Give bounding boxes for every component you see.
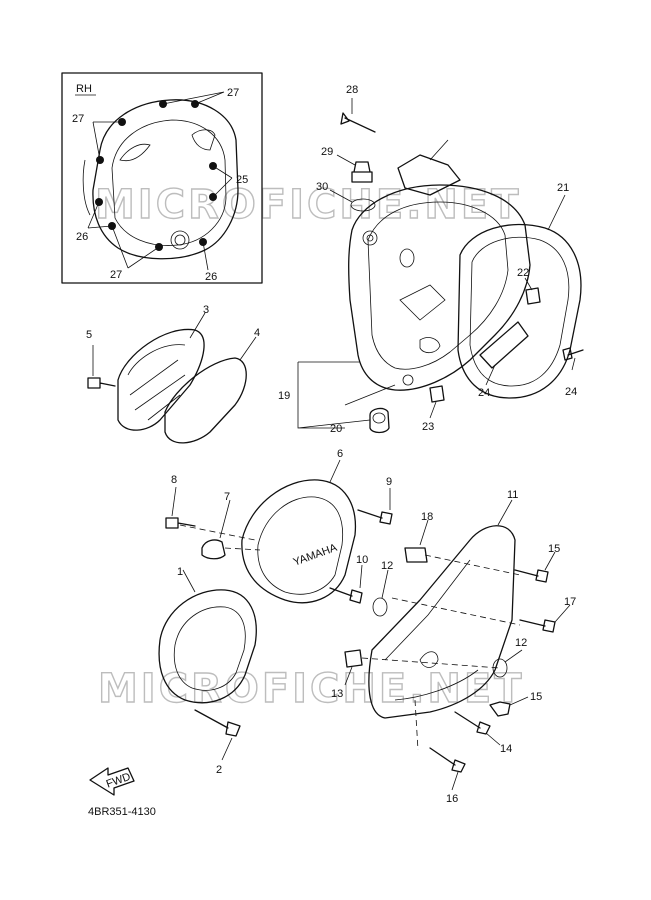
callout-27-inset-top: 27 bbox=[227, 87, 239, 99]
brand-label: YAMAHA bbox=[292, 542, 340, 569]
callout-14: 14 bbox=[500, 743, 512, 755]
document-code: 4BR351-4130 bbox=[88, 806, 156, 818]
watermark-top: MICROFICHE.NET bbox=[95, 182, 522, 228]
callout-17: 17 bbox=[564, 596, 576, 608]
callout-26-inset-right: 26 bbox=[205, 271, 217, 283]
clutch-cover: 11 18 10 12 12 13 15 17 15 14 bbox=[329, 489, 576, 805]
callout-11: 11 bbox=[507, 489, 518, 501]
generator-cover: YAMAHA 6 9 7 8 bbox=[165, 448, 393, 604]
callout-19: 19 bbox=[278, 390, 290, 402]
cover-1: 1 2 bbox=[158, 566, 257, 776]
callout-23: 24 bbox=[478, 387, 490, 399]
callout-26-inset-left: 26 bbox=[76, 231, 88, 243]
callout-8: 8 bbox=[171, 474, 177, 486]
callout-12-left: 12 bbox=[381, 560, 393, 572]
callout-21: 21 bbox=[557, 182, 569, 194]
callout-16: 16 bbox=[446, 793, 458, 805]
callout-4: 4 bbox=[254, 327, 260, 339]
callout-12-right: 12 bbox=[515, 637, 527, 649]
plate-assembly: 3 4 5 bbox=[86, 304, 260, 444]
callout-3: 3 bbox=[203, 304, 209, 316]
callout-13: 13 bbox=[331, 688, 343, 700]
callout-6: 6 bbox=[337, 448, 343, 460]
callout-27-top: 28 bbox=[346, 84, 358, 96]
callout-15-lower: 15 bbox=[530, 691, 542, 703]
fwd-label: FWD bbox=[105, 771, 133, 791]
rh-inset: RH 27 27 25 26 27 26 bbox=[61, 72, 263, 284]
callout-9: 9 bbox=[386, 476, 392, 488]
callout-27-inset-bottom: 27 bbox=[110, 269, 122, 281]
callout-25: 25 bbox=[236, 174, 248, 186]
callout-28: 29 bbox=[321, 146, 333, 158]
callout-7: 7 bbox=[224, 491, 230, 503]
callout-2: 2 bbox=[216, 764, 222, 776]
callout-24: 24 bbox=[565, 386, 577, 398]
callout-22-lower: 23 bbox=[422, 421, 434, 433]
callout-20: 20 bbox=[330, 423, 342, 435]
callout-5: 5 bbox=[86, 329, 92, 341]
callout-10: 10 bbox=[356, 554, 368, 566]
callout-29: 30 bbox=[316, 181, 328, 193]
fwd-arrow: FWD bbox=[89, 767, 135, 796]
inset-title: RH bbox=[76, 83, 92, 95]
callout-22-upper: 22 bbox=[517, 267, 529, 279]
callout-15-upper: 15 bbox=[548, 543, 560, 555]
crankcase-cover-assembly: 28 29 30 21 24 22 23 24 bbox=[278, 84, 584, 435]
callout-27-inset-left: 27 bbox=[72, 113, 84, 125]
callout-18: 18 bbox=[421, 511, 433, 523]
callout-1: 1 bbox=[177, 566, 183, 578]
